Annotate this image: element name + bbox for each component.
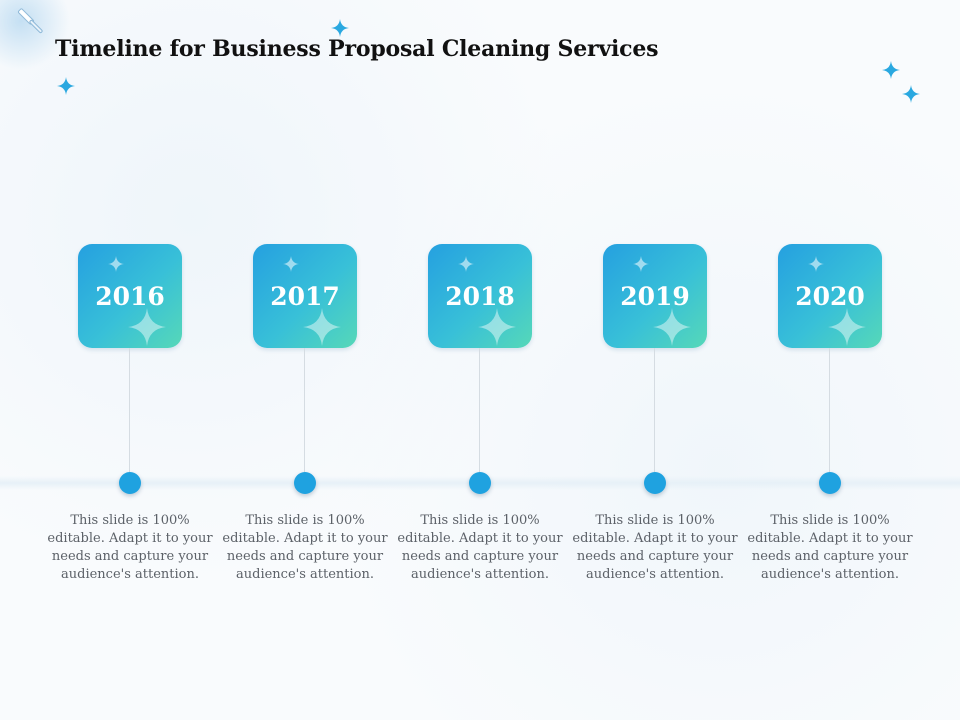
sparkle-icon	[303, 308, 341, 346]
sparkle-icon	[882, 61, 900, 79]
squeegee-icon	[17, 8, 43, 34]
connector-line	[829, 348, 830, 472]
milestone-description: This slide is 100% editable. Adapt it to…	[397, 513, 563, 582]
page-title: Timeline for Business Proposal Cleaning …	[55, 36, 659, 62]
year-label: 2016	[95, 282, 165, 311]
sparkle-icon	[458, 256, 474, 272]
milestone-description: This slide is 100% editable. Adapt it to…	[47, 513, 213, 582]
connector-line	[304, 348, 305, 472]
milestone-description: This slide is 100% editable. Adapt it to…	[222, 513, 388, 582]
milestone-2018: 2018 This slide is 100% editable. Adapt …	[390, 0, 570, 720]
sparkle-icon	[633, 256, 649, 272]
sparkle-icon	[808, 256, 824, 272]
year-box[interactable]: 2020	[778, 244, 882, 348]
milestone-2017: 2017 This slide is 100% editable. Adapt …	[215, 0, 395, 720]
year-label: 2019	[620, 282, 690, 311]
sparkle-icon	[128, 308, 166, 346]
sparkle-icon	[57, 77, 75, 95]
timeline-dot	[819, 472, 841, 494]
sparkle-icon	[653, 308, 691, 346]
sparkle-icon	[108, 256, 124, 272]
sparkle-icon	[283, 256, 299, 272]
milestone-2019: 2019 This slide is 100% editable. Adapt …	[565, 0, 745, 720]
milestone-2016: 2016 This slide is 100% editable. Adapt …	[40, 0, 220, 720]
year-box[interactable]: 2018	[428, 244, 532, 348]
timeline-dot	[644, 472, 666, 494]
year-label: 2018	[445, 282, 515, 311]
sparkle-icon	[478, 308, 516, 346]
sparkle-icon	[331, 19, 349, 37]
corner-glow	[0, 0, 70, 70]
timeline-dot	[294, 472, 316, 494]
sparkle-icon	[902, 85, 920, 103]
milestone-description: This slide is 100% editable. Adapt it to…	[747, 513, 913, 582]
milestone-description: This slide is 100% editable. Adapt it to…	[572, 513, 738, 582]
year-label: 2017	[270, 282, 340, 311]
timeline-dot	[469, 472, 491, 494]
year-label: 2020	[795, 282, 865, 311]
connector-line	[654, 348, 655, 472]
connector-line	[129, 348, 130, 472]
year-box[interactable]: 2017	[253, 244, 357, 348]
timeline-dot	[119, 472, 141, 494]
year-box[interactable]: 2019	[603, 244, 707, 348]
milestone-2020: 2020 This slide is 100% editable. Adapt …	[740, 0, 920, 720]
year-box[interactable]: 2016	[78, 244, 182, 348]
sparkle-icon	[828, 308, 866, 346]
connector-line	[479, 348, 480, 472]
